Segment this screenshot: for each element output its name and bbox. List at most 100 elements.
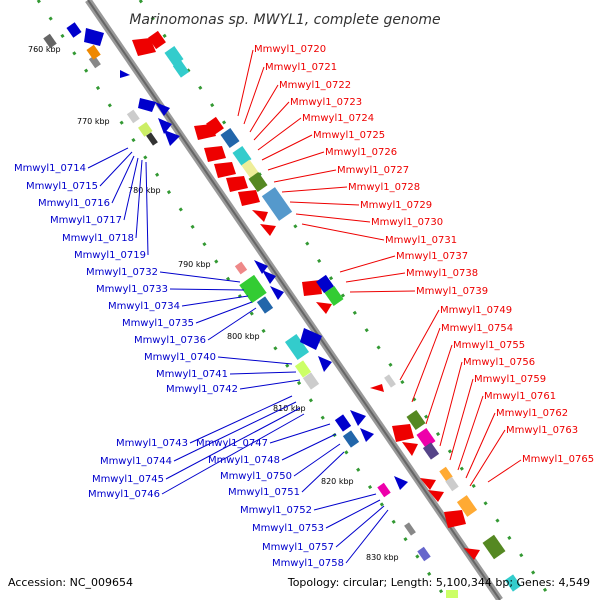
gene-glyph [86,44,101,60]
gene-label[interactable]: Mmwyl1_0726 [325,147,397,158]
gene-glyph [148,30,166,50]
gene-glyph [254,260,268,274]
gene-label[interactable]: Mmwyl1_0756 [463,357,535,368]
gene-label[interactable]: Mmwyl1_0719 [74,250,146,261]
gene-glyph [155,102,170,116]
gene-label[interactable]: Mmwyl1_0725 [313,130,385,141]
gene-label[interactable]: Mmwyl1_0731 [385,235,457,246]
gene-label[interactable]: Mmwyl1_0745 [92,474,164,485]
gene-label[interactable]: Mmwyl1_0718 [62,233,134,244]
gene-label[interactable]: Mmwyl1_0729 [360,200,432,211]
gene-glyph [262,270,276,284]
gene-glyph [84,28,104,46]
gene-glyph [284,333,310,361]
gene-glyph [204,146,226,162]
gene-label[interactable]: Mmwyl1_0753 [252,523,324,534]
gene-label[interactable]: Mmwyl1_0762 [496,408,568,419]
gene-label[interactable]: Mmwyl1_0717 [50,215,122,226]
gene-glyph [252,210,268,222]
gene-glyph [456,495,478,517]
gene-glyph [394,476,408,490]
gene-label[interactable]: Mmwyl1_0727 [337,165,409,176]
gene-label[interactable]: Mmwyl1_0734 [108,301,180,312]
gene-glyph [504,574,522,592]
gene-glyph [164,130,180,146]
gene-label[interactable]: Mmwyl1_0741 [156,369,228,380]
gene-label[interactable]: Mmwyl1_0736 [134,335,206,346]
genome-summary-text: Topology: circular; Length: 5,100,344 bp… [287,576,590,589]
gene-label[interactable]: Mmwyl1_0757 [262,542,334,553]
gene-label[interactable]: Mmwyl1_0755 [453,340,525,351]
gene-label[interactable]: Mmwyl1_0722 [279,80,351,91]
gene-label[interactable]: Mmwyl1_0721 [265,62,337,73]
gene-label[interactable]: Mmwyl1_0747 [196,438,268,449]
gene-label[interactable]: Mmwyl1_0746 [88,489,160,500]
gene-label[interactable]: Mmwyl1_0765 [522,454,594,465]
gene-label[interactable]: Mmwyl1_0744 [100,456,172,467]
gene-label[interactable]: Mmwyl1_0761 [484,391,556,402]
gene-label[interactable]: Mmwyl1_0737 [396,251,468,262]
gene-glyph [66,22,82,38]
reverse-strand-genes [43,22,458,598]
gene-label[interactable]: Mmwyl1_0738 [406,268,478,279]
gene-glyph [402,442,418,456]
gene-glyph [420,478,436,490]
gene-label[interactable]: Mmwyl1_0728 [348,182,420,193]
gene-glyph [146,132,158,146]
gene-glyph [404,522,416,536]
gene-glyph [43,33,57,49]
gene-label[interactable]: Mmwyl1_0758 [272,558,344,569]
gene-label[interactable]: Mmwyl1_0714 [14,163,86,174]
gene-label[interactable]: Mmwyl1_0730 [371,217,443,228]
kbp-marker: 810 kbp [273,404,306,413]
gene-label[interactable]: Mmwyl1_0749 [440,305,512,316]
gene-label[interactable]: Mmwyl1_0723 [290,97,362,108]
gene-glyph [132,38,156,56]
gene-glyph [422,442,440,460]
gene-glyph [464,548,480,560]
kbp-marker: 760 kbp [28,45,61,54]
gene-glyph [417,546,431,562]
gene-glyph [445,476,459,492]
gene-label[interactable]: Mmwyl1_0748 [208,455,280,466]
gene-glyph [384,374,396,388]
kbp-marker: 780 kbp [128,186,161,195]
gene-glyph [261,187,293,221]
gene-label[interactable]: Mmwyl1_0754 [441,323,513,334]
kbp-markers: 760 kbp 770 kbp 780 kbp 790 kbp 800 kbp … [28,45,399,562]
gene-label[interactable]: Mmwyl1_0735 [122,318,194,329]
gene-glyph [220,128,240,148]
gene-label[interactable]: Mmwyl1_0743 [116,438,188,449]
gene-glyph [444,510,466,528]
gene-label[interactable]: Mmwyl1_0750 [220,471,292,482]
accession-text: Accession: NC_009654 [8,576,133,589]
gene-label[interactable]: Mmwyl1_0724 [302,113,374,124]
kbp-marker: 770 kbp [77,117,110,126]
gene-glyph [302,372,320,390]
gene-glyph [234,261,248,275]
gene-glyph [294,360,312,378]
gene-label[interactable]: Mmwyl1_0742 [166,384,238,395]
gene-glyph [334,414,352,432]
gene-label[interactable]: Mmwyl1_0720 [254,44,326,55]
gene-glyph [439,466,453,482]
gene-label[interactable]: Mmwyl1_0763 [506,425,578,436]
gene-label[interactable]: Mmwyl1_0740 [144,352,216,363]
forward-strand-genes [132,30,522,592]
gene-glyph [248,172,268,192]
gene-label[interactable]: Mmwyl1_0715 [26,181,98,192]
gene-glyph [270,286,284,300]
gene-glyph [300,328,322,350]
kbp-marker: 800 kbp [227,332,260,341]
gene-label[interactable]: Mmwyl1_0739 [416,286,488,297]
gene-label[interactable]: Mmwyl1_0716 [38,198,110,209]
gene-label[interactable]: Mmwyl1_0733 [96,284,168,295]
gene-label[interactable]: Mmwyl1_0752 [240,505,312,516]
gene-glyph [350,410,366,426]
gene-label[interactable]: Mmwyl1_0759 [474,374,546,385]
gene-label[interactable]: Mmwyl1_0751 [228,487,300,498]
gene-glyph [120,70,130,78]
gene-glyph [238,190,260,206]
gene-label[interactable]: Mmwyl1_0732 [86,267,158,278]
